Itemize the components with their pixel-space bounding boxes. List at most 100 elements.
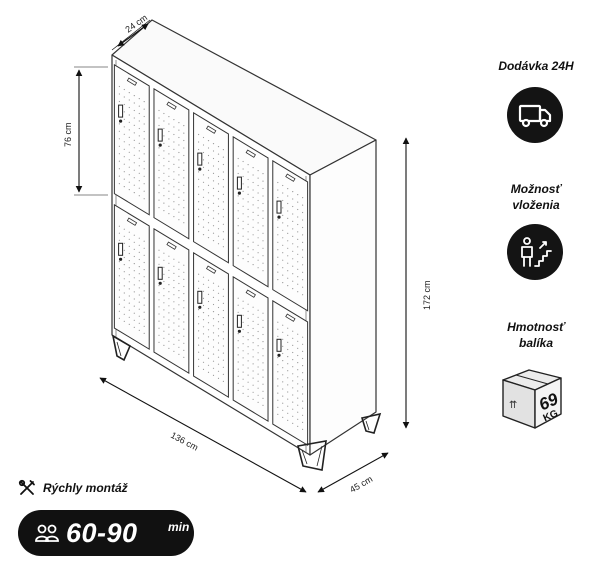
door-perforation xyxy=(257,401,259,403)
door-perforation xyxy=(287,370,289,372)
locker-door xyxy=(193,111,229,264)
door-perforation xyxy=(252,189,254,191)
door-lock xyxy=(158,281,162,285)
door-perforation xyxy=(262,180,264,182)
door-perforation xyxy=(252,370,254,372)
door-lock xyxy=(119,119,123,123)
door-perforation xyxy=(287,356,289,358)
door-perforation xyxy=(143,168,145,170)
door-perforation xyxy=(237,225,239,227)
door-perforation xyxy=(257,380,259,382)
door-perforation xyxy=(237,165,239,167)
door-perforation xyxy=(252,196,254,198)
door-perforation xyxy=(198,208,200,210)
door-perforation xyxy=(178,144,180,146)
door-perforation xyxy=(118,183,120,185)
door-perforation xyxy=(133,284,135,286)
door-perforation xyxy=(183,192,185,194)
door-perforation xyxy=(133,248,135,250)
door-perforation xyxy=(202,319,205,321)
dimension-lines xyxy=(74,19,410,493)
door-perforation xyxy=(297,223,299,226)
door-perforation xyxy=(217,356,220,358)
door-perforation xyxy=(262,210,264,212)
door-perforation xyxy=(128,144,130,146)
door-perforation xyxy=(123,171,125,173)
door-perforation xyxy=(173,141,175,143)
door-perforation xyxy=(302,226,304,229)
door-perforation xyxy=(292,415,294,417)
door-perforation xyxy=(257,192,259,194)
door-perforation xyxy=(242,321,244,323)
door-perforation xyxy=(202,290,205,292)
door-perforation xyxy=(212,165,215,167)
door-perforation xyxy=(118,261,120,263)
door-perforation xyxy=(183,147,185,149)
door-perforation xyxy=(287,405,289,407)
door-perforation xyxy=(128,121,130,123)
door-perforation xyxy=(123,313,125,315)
door-perforation xyxy=(138,98,140,100)
door-perforation xyxy=(133,95,135,97)
door-perforation xyxy=(143,183,145,185)
door-perforation xyxy=(133,169,135,171)
door-perforation xyxy=(123,96,125,98)
door-perforation xyxy=(118,225,120,227)
door-perforation xyxy=(128,136,130,138)
door-perforation xyxy=(163,210,165,212)
door-perforation xyxy=(133,102,135,104)
door-perforation xyxy=(282,252,284,254)
door-perforation xyxy=(247,216,249,218)
door-perforation xyxy=(212,332,215,334)
door-perforation xyxy=(292,394,294,396)
door-perforation xyxy=(247,186,249,188)
door-perforation xyxy=(183,139,185,142)
door-perforation xyxy=(242,392,244,394)
door-perforation xyxy=(297,216,299,218)
door-perforation xyxy=(252,226,254,228)
door-perforation xyxy=(138,150,140,152)
door-perforation xyxy=(163,202,165,204)
door-perforation xyxy=(302,343,304,345)
door-perforation xyxy=(282,214,284,216)
door-perforation xyxy=(163,330,165,332)
door-perforation xyxy=(207,308,210,310)
door-perforation xyxy=(198,330,200,332)
door-perforation xyxy=(237,389,239,391)
door-perforation xyxy=(207,364,210,366)
door-perforation xyxy=(217,321,220,323)
door-perforation xyxy=(222,193,224,195)
door-perforation xyxy=(173,315,175,317)
door-perforation xyxy=(163,157,165,159)
door-perforation xyxy=(183,162,185,164)
door-perforation xyxy=(123,285,125,287)
door-perforation xyxy=(222,238,224,240)
tools-icon xyxy=(18,479,35,495)
door-perforation xyxy=(133,241,135,243)
door-perforation xyxy=(277,371,279,373)
door-perforation xyxy=(173,186,175,188)
door-perforation xyxy=(212,367,215,369)
door-perforation xyxy=(237,195,239,197)
door-perforation xyxy=(292,198,294,200)
door-perforation xyxy=(158,169,160,171)
door-perforation xyxy=(282,331,284,333)
door-perforation xyxy=(198,223,200,225)
door-perforation xyxy=(242,300,244,302)
door-perforation xyxy=(123,141,125,143)
door-perforation xyxy=(277,385,279,387)
door-perforation xyxy=(138,287,140,289)
door-perforation xyxy=(212,282,215,284)
door-perforation xyxy=(183,349,185,351)
door-perforation xyxy=(262,319,264,321)
door-perforation xyxy=(222,324,224,326)
door-perforation xyxy=(183,307,185,309)
door-perforation xyxy=(123,264,125,266)
door-perforation xyxy=(257,229,259,231)
door-perforation xyxy=(163,259,165,261)
door-perforation xyxy=(158,199,160,201)
door-perforation xyxy=(297,194,299,196)
door-perforation xyxy=(297,347,299,349)
door-perforation xyxy=(183,278,185,280)
door-perforation xyxy=(118,168,120,170)
